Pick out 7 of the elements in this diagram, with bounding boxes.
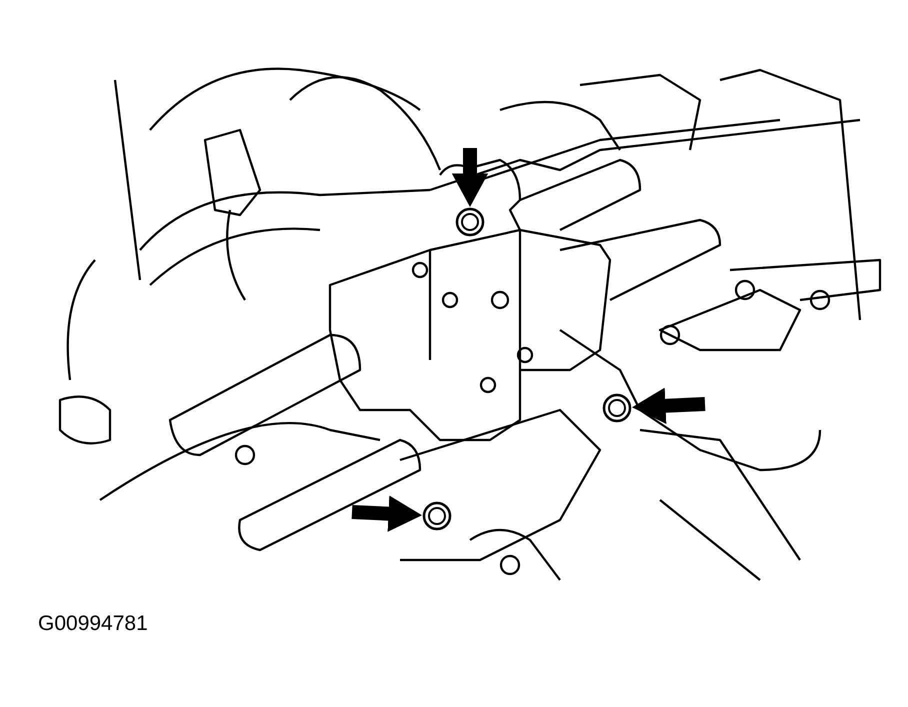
- bolt-head: [456, 208, 484, 236]
- pointer-arrow: [632, 388, 706, 424]
- pointer-arrow: [452, 148, 488, 207]
- pointer-arrow: [352, 496, 422, 532]
- bolt-head: [422, 502, 452, 530]
- figure-code: G00994781: [38, 612, 148, 636]
- bolt-head: [602, 394, 632, 422]
